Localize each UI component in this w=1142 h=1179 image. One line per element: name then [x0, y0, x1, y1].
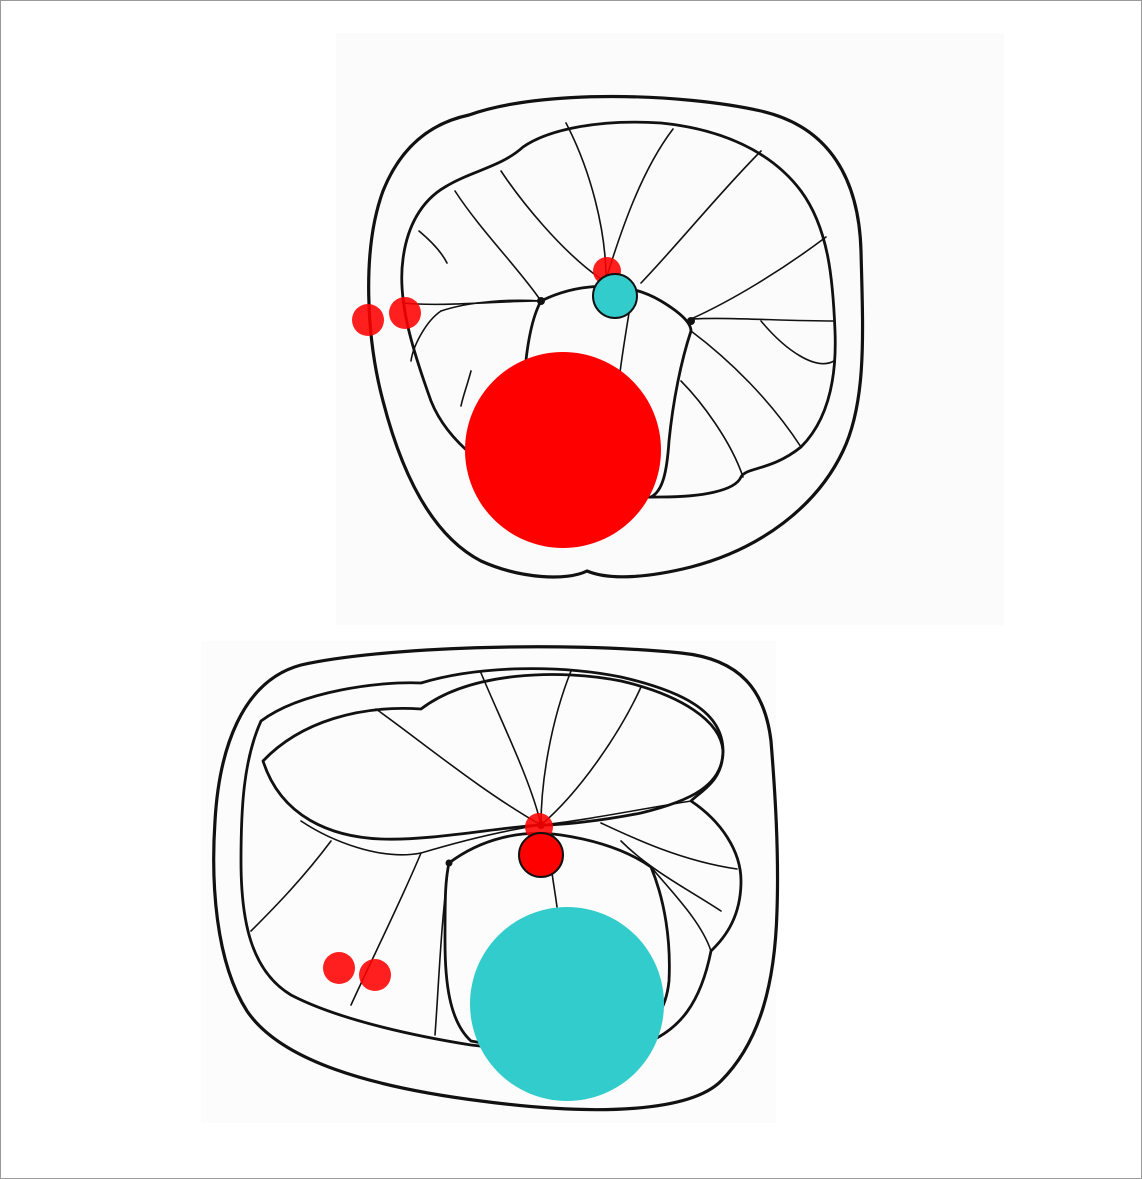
upper-small-red-marker-1: [352, 304, 384, 336]
lower-small-red-marker-1: [323, 952, 355, 984]
lower-red-outlined-marker: [519, 833, 563, 877]
lower-large-cyan-marker: [470, 907, 664, 1101]
lower-small-red-marker-2: [359, 959, 391, 991]
upper-junction-dot: [537, 297, 545, 305]
upper-large-red-marker: [465, 352, 661, 548]
upper-cyan-outlined-marker: [593, 274, 637, 318]
upper-scan-background: [336, 33, 1004, 625]
lower-junction-dot-left: [446, 860, 453, 867]
upper-small-red-marker-2: [389, 297, 421, 329]
upper-junction-dot-right: [687, 317, 695, 325]
